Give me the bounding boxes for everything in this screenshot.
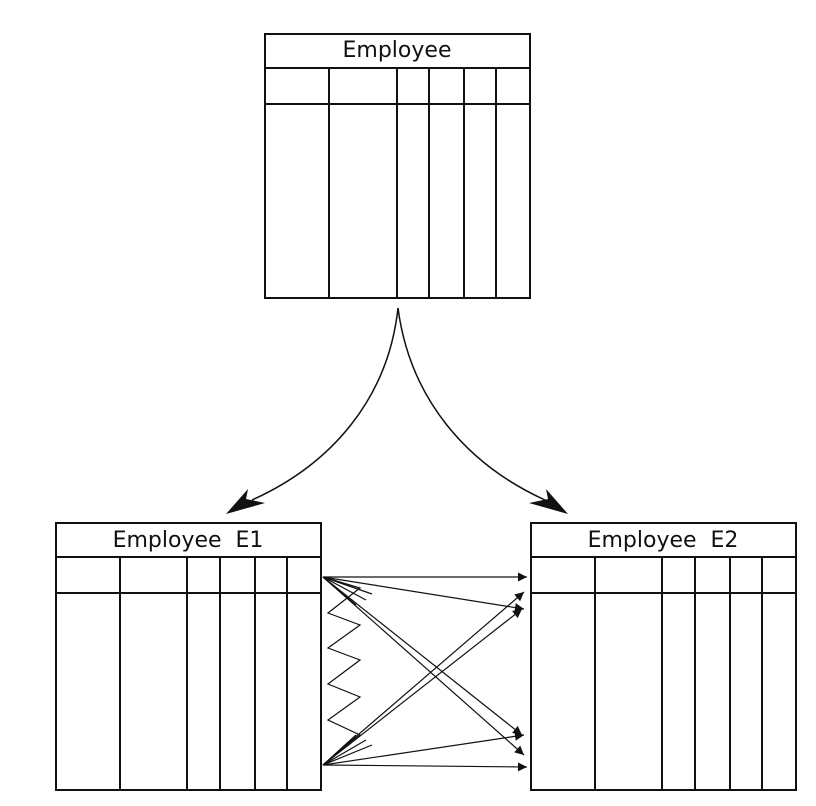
table-employee: Employee — [264, 33, 531, 299]
split-arrow-right — [397, 307, 546, 501]
mapping-barb — [322, 576, 357, 606]
table-employee-e2-title: Employee E2 — [588, 528, 739, 553]
row-mapping-arrows — [322, 572, 528, 772]
mapping-arrow — [322, 731, 525, 766]
mapping-zigzag — [322, 576, 362, 766]
table-employee-e1-frame — [55, 522, 322, 791]
split-arrow-left — [251, 307, 399, 501]
split-arrows — [226, 307, 568, 514]
mapping-arrow — [322, 576, 525, 613]
mapping-barb — [322, 576, 367, 601]
mapping-arrow — [322, 608, 523, 766]
mapping-arrow — [322, 591, 525, 766]
mapping-barb — [322, 734, 357, 766]
split-arrow-left-head — [226, 489, 265, 514]
mapping-barb — [322, 744, 373, 766]
mapping-barb — [322, 739, 367, 766]
mapping-arrow — [322, 762, 528, 772]
mapping-barb — [322, 576, 373, 595]
mapping-arrow — [322, 576, 525, 756]
table-employee-title: Employee — [343, 38, 452, 63]
table-employee-e1-title: Employee E1 — [113, 528, 264, 553]
table-employee-e2-frame — [530, 522, 797, 791]
table-employee-e1: Employee E1 — [55, 522, 322, 791]
split-arrow-right-head — [529, 489, 568, 514]
table-employee-e2: Employee E2 — [530, 522, 797, 791]
mapping-arrow — [322, 576, 523, 736]
